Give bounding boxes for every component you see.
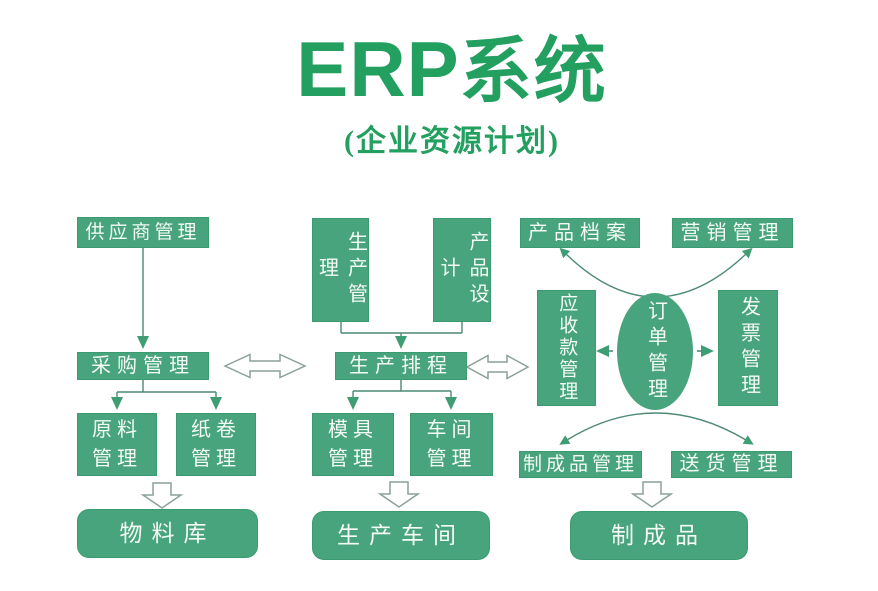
node-workshop-management: 车间管理 <box>410 413 493 476</box>
double-arrow-purchasing-scheduling <box>223 353 307 379</box>
node-marketing-management: 营销管理 <box>672 218 793 248</box>
arrow-purchasing-to-materials <box>111 380 222 410</box>
node-mold-management: 模具管理 <box>312 413 394 476</box>
node-receivables-management: 应收款管理 <box>537 290 596 406</box>
block-arrow-to-finished-goods <box>630 481 674 508</box>
node-paper-roll-management: 纸卷管理 <box>176 413 256 476</box>
node-delivery-management: 送货管理 <box>671 451 792 478</box>
node-invoice-management: 发票管理 <box>718 290 778 406</box>
arc-order-to-finished-delivery <box>559 412 754 445</box>
node-finished-goods: 制成品 <box>570 511 748 560</box>
node-production-management: 生产管理 <box>312 218 369 322</box>
node-supplier-management: 供应商管理 <box>77 217 209 248</box>
node-production-scheduling: 生产排程 <box>335 352 467 380</box>
page-subtitle: (企业资源计划) <box>344 125 560 158</box>
double-arrow-scheduling-receivables <box>465 354 530 380</box>
node-material-warehouse: 物料库 <box>77 509 258 558</box>
node-production-workshop: 生产车间 <box>312 511 490 560</box>
node-raw-material-management: 原料管理 <box>77 413 157 476</box>
block-arrow-to-material-warehouse <box>140 482 184 509</box>
arrow-design-to-scheduling <box>340 322 463 349</box>
block-arrow-to-production-workshop <box>377 481 421 508</box>
node-product-archive: 产品档案 <box>520 218 640 248</box>
node-product-design: 产品设计 <box>433 218 491 322</box>
arrow-scheduling-to-workshops <box>347 380 457 410</box>
node-order-management: 订单管理 <box>617 293 693 410</box>
title-latin: ERP <box>296 25 460 113</box>
node-purchasing-management: 采购管理 <box>77 352 209 380</box>
page-title: ERP系统 <box>242 26 662 135</box>
title-cjk: 系统 <box>459 32 608 112</box>
node-finished-goods-management: 制成品管理 <box>519 451 642 478</box>
